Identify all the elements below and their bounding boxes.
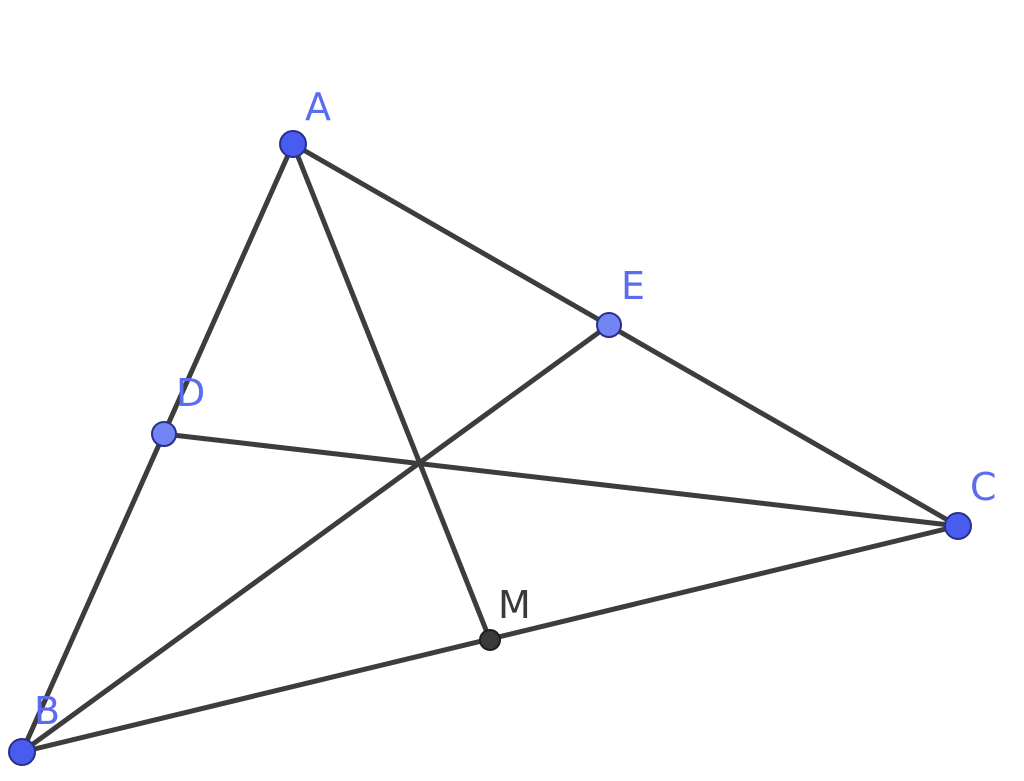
point-e[interactable] bbox=[596, 312, 622, 338]
point-m bbox=[479, 629, 501, 651]
segment-ab bbox=[19, 141, 296, 755]
segment-am bbox=[290, 141, 493, 643]
points-layer bbox=[8, 130, 972, 766]
point-d[interactable] bbox=[151, 421, 177, 447]
labels-layer: A B C D E M bbox=[34, 85, 997, 733]
point-b[interactable] bbox=[8, 738, 36, 766]
point-label-d: D bbox=[176, 371, 205, 415]
segment-be bbox=[19, 322, 612, 755]
point-label-b: B bbox=[34, 689, 60, 733]
segment-ac bbox=[290, 141, 961, 529]
point-label-a: A bbox=[305, 85, 331, 129]
point-label-c: C bbox=[970, 465, 997, 509]
point-a[interactable] bbox=[279, 130, 307, 158]
point-label-m: M bbox=[498, 583, 531, 627]
point-c[interactable] bbox=[944, 512, 972, 540]
segments-layer bbox=[19, 141, 961, 755]
point-label-e: E bbox=[621, 264, 645, 308]
segment-cd bbox=[161, 431, 961, 529]
